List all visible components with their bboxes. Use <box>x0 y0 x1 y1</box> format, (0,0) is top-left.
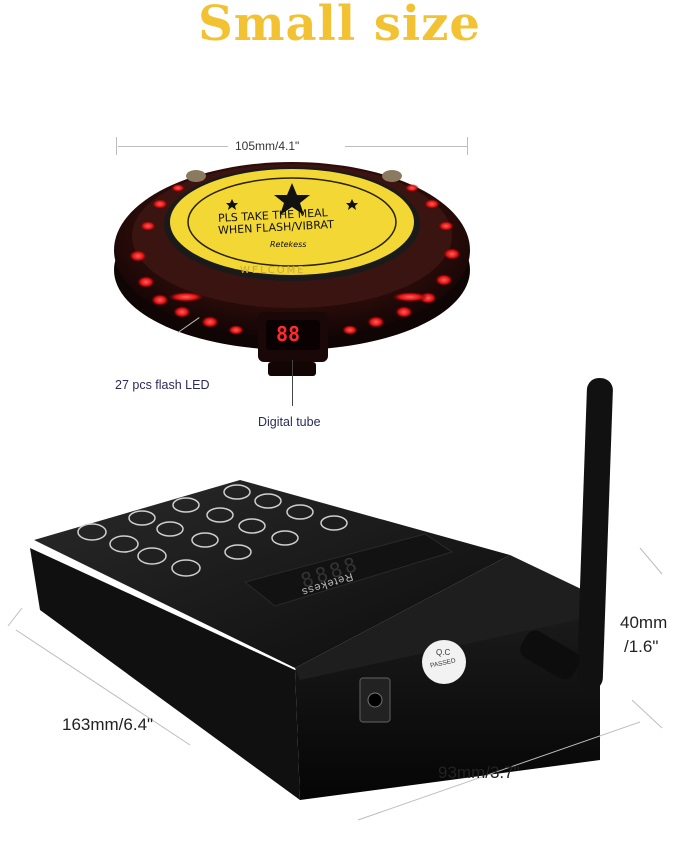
star-icon <box>274 183 310 215</box>
led-callout-label: 27 pcs flash LED <box>115 378 210 392</box>
transmitter-device <box>30 378 613 800</box>
small-star-icon <box>226 199 238 210</box>
pager-width-label: 105mm/4.1" <box>235 139 300 153</box>
qc-sticker <box>422 640 466 684</box>
pager-ring-text: WELCOME <box>240 265 306 276</box>
tube-callout-line <box>292 360 293 406</box>
keypad-surface <box>34 480 510 668</box>
keypad-buttons <box>77 484 348 577</box>
small-star-icon <box>346 199 358 210</box>
pager-display: 88 <box>276 322 301 346</box>
tube-callout-label: Digital tube <box>258 415 321 429</box>
pager-width-tick-left <box>116 137 117 155</box>
height-dimension-mm-label: 40mm <box>620 613 668 632</box>
width-dimension-label: 93mm/3.7" <box>438 763 520 782</box>
pager-face <box>170 169 414 275</box>
pager-width-line-left <box>118 146 228 147</box>
transmitter-dimension-lines <box>7 547 663 821</box>
height-dimension-in-label: /1.6" <box>624 637 659 656</box>
length-dimension-label: 163mm/6.4" <box>62 715 154 734</box>
pager-brand: Retekess <box>270 240 307 249</box>
page-title: Small size <box>198 0 481 52</box>
pager-width-line-right <box>345 146 467 147</box>
led-ring <box>129 184 461 335</box>
pager-width-tick-right <box>467 137 468 155</box>
antenna <box>576 378 613 690</box>
pager-device <box>114 162 470 376</box>
qc-label: Q.C <box>436 648 451 657</box>
